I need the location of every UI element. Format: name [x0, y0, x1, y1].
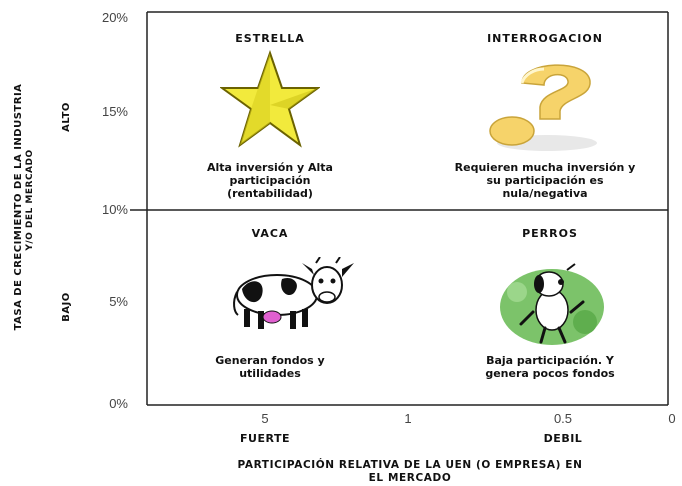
- quadrant-question-desc: Requieren mucha inversión y su participa…: [420, 161, 670, 200]
- question-mark-icon: [489, 64, 597, 151]
- x-label-fuerte: FUERTE: [240, 432, 290, 445]
- x-tick-5: 5: [261, 411, 269, 426]
- cow-desc-line2: utilidades: [239, 367, 301, 380]
- y-label-bajo: BAJO: [61, 292, 72, 322]
- cow-desc-line1: Generan fondos y: [215, 354, 325, 367]
- quadrant-star-desc: Alta inversión y Alta participación (ren…: [185, 161, 355, 200]
- y-tick-15: 15%: [101, 104, 128, 119]
- question-desc-line3: nula/negativa: [502, 187, 588, 200]
- quadrant-cow-title: VACA: [251, 227, 289, 240]
- quadrant-question-title: INTERROGACION: [487, 32, 603, 45]
- quadrant-dog-title: PERROS: [522, 227, 578, 240]
- y-tick-0: 0%: [109, 396, 128, 411]
- x-tick-1: 1: [404, 411, 412, 426]
- y-tick-5: 5%: [109, 294, 128, 309]
- dog-desc-line1: Baja participación. Y: [486, 354, 614, 367]
- star-desc-line1: Alta inversión y Alta: [207, 161, 333, 174]
- dog-desc-line2: genera pocos fondos: [485, 367, 615, 380]
- y-tick-20: 20%: [101, 10, 128, 25]
- y-tick-10: 10%: [101, 202, 128, 217]
- x-label-debil: DEBIL: [543, 432, 583, 445]
- star-icon: [220, 50, 320, 148]
- x-axis-title-line2: EL MERCADO: [368, 472, 452, 484]
- cow-icon: [233, 257, 354, 329]
- quadrant-star-title: ESTRELLA: [235, 32, 305, 45]
- star-desc-line3: (rentabilidad): [227, 187, 313, 200]
- x-axis-title-line1: PARTICIPACIÓN RELATIVA DE LA UEN (O EMPR…: [237, 459, 583, 471]
- y-label-alto: ALTO: [61, 102, 72, 132]
- quadrant-cow-desc: Generan fondos y utilidades: [195, 354, 345, 380]
- x-tick-05: 0.5: [553, 411, 573, 426]
- dog-icon: [500, 263, 604, 345]
- x-tick-0: 0: [668, 411, 676, 426]
- x-axis-title: PARTICIPACIÓN RELATIVA DE LA UEN (O EMPR…: [130, 459, 682, 485]
- question-desc-line2: su participación es: [486, 174, 604, 187]
- quadrant-dog-desc: Baja participación. Y genera pocos fondo…: [450, 354, 650, 380]
- question-desc-line1: Requieren mucha inversión y: [454, 161, 636, 174]
- y-axis-title-line2: Y/O DEL MERCADO: [25, 149, 35, 251]
- star-desc-line2: participación: [229, 174, 311, 187]
